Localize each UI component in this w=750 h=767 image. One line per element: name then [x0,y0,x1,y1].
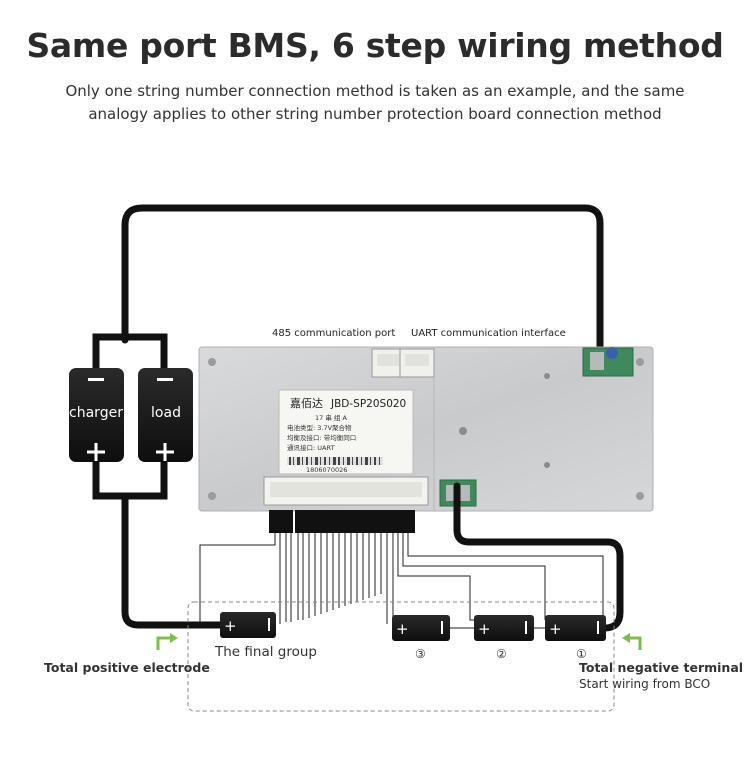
cell-1-label: ① [576,647,587,661]
total-negative-label: Total negative terminal [579,660,743,675]
cell-3-label: ③ [415,647,426,661]
balance-leads [199,533,604,629]
harness-plug-small [269,510,293,533]
svg-text:+: + [396,620,409,638]
board-row2: 电池类型: 3.7V聚合物 [287,423,352,432]
board-serial: 1806070026 [306,466,347,474]
battery-pack-frame [187,601,615,712]
total-positive-label: Total positive electrode [44,660,210,675]
cell-2-label: ② [496,647,507,661]
parallel-bracket-bottom [92,460,168,500]
port-485-label: 485 communication port [272,328,395,339]
board-row3: 均衡及接口: 带均衡同口 [287,433,356,442]
main-loop-wire [121,204,604,366]
parallel-bracket-top [92,333,168,372]
charger-label: charger [69,405,123,421]
load-device: load [138,368,193,462]
final-group-label: The final group [214,644,317,660]
cell-1: + [545,615,606,641]
page-title: Same port BMS, 6 step wiring method [26,26,724,65]
cell-3: + [392,615,450,641]
svg-text:+: + [224,617,237,635]
start-wiring-label: Start wiring from BCO [579,677,710,691]
page-subtitle: Only one string number connection method… [65,82,685,123]
negative-arrowhead-icon [622,633,630,643]
harness-plug-large [295,510,415,533]
svg-text:+: + [549,620,562,638]
board-brand: 嘉佰达 [290,396,323,410]
positive-arrowhead-icon [170,633,178,643]
negative-wire [453,482,624,632]
negative-arrow-icon [628,636,642,650]
bms-board: 嘉佰达 JBD-SP20S020 17 串 组 A 电池类型: 3.7V聚合物 … [198,346,654,512]
uart-label: UART communication interface [411,328,566,339]
cell-final: + [220,612,276,638]
charger-device: charger [69,368,124,462]
board-model: JBD-SP20S020 [330,398,406,410]
cell-2: + [474,615,534,641]
positive-arrow-icon [156,636,172,650]
positive-wire [121,496,222,629]
load-label: load [151,405,181,421]
board-row4: 通讯接口: UART [287,443,335,452]
svg-text:+: + [478,620,491,638]
board-row1: 17 串 组 A [315,413,347,422]
